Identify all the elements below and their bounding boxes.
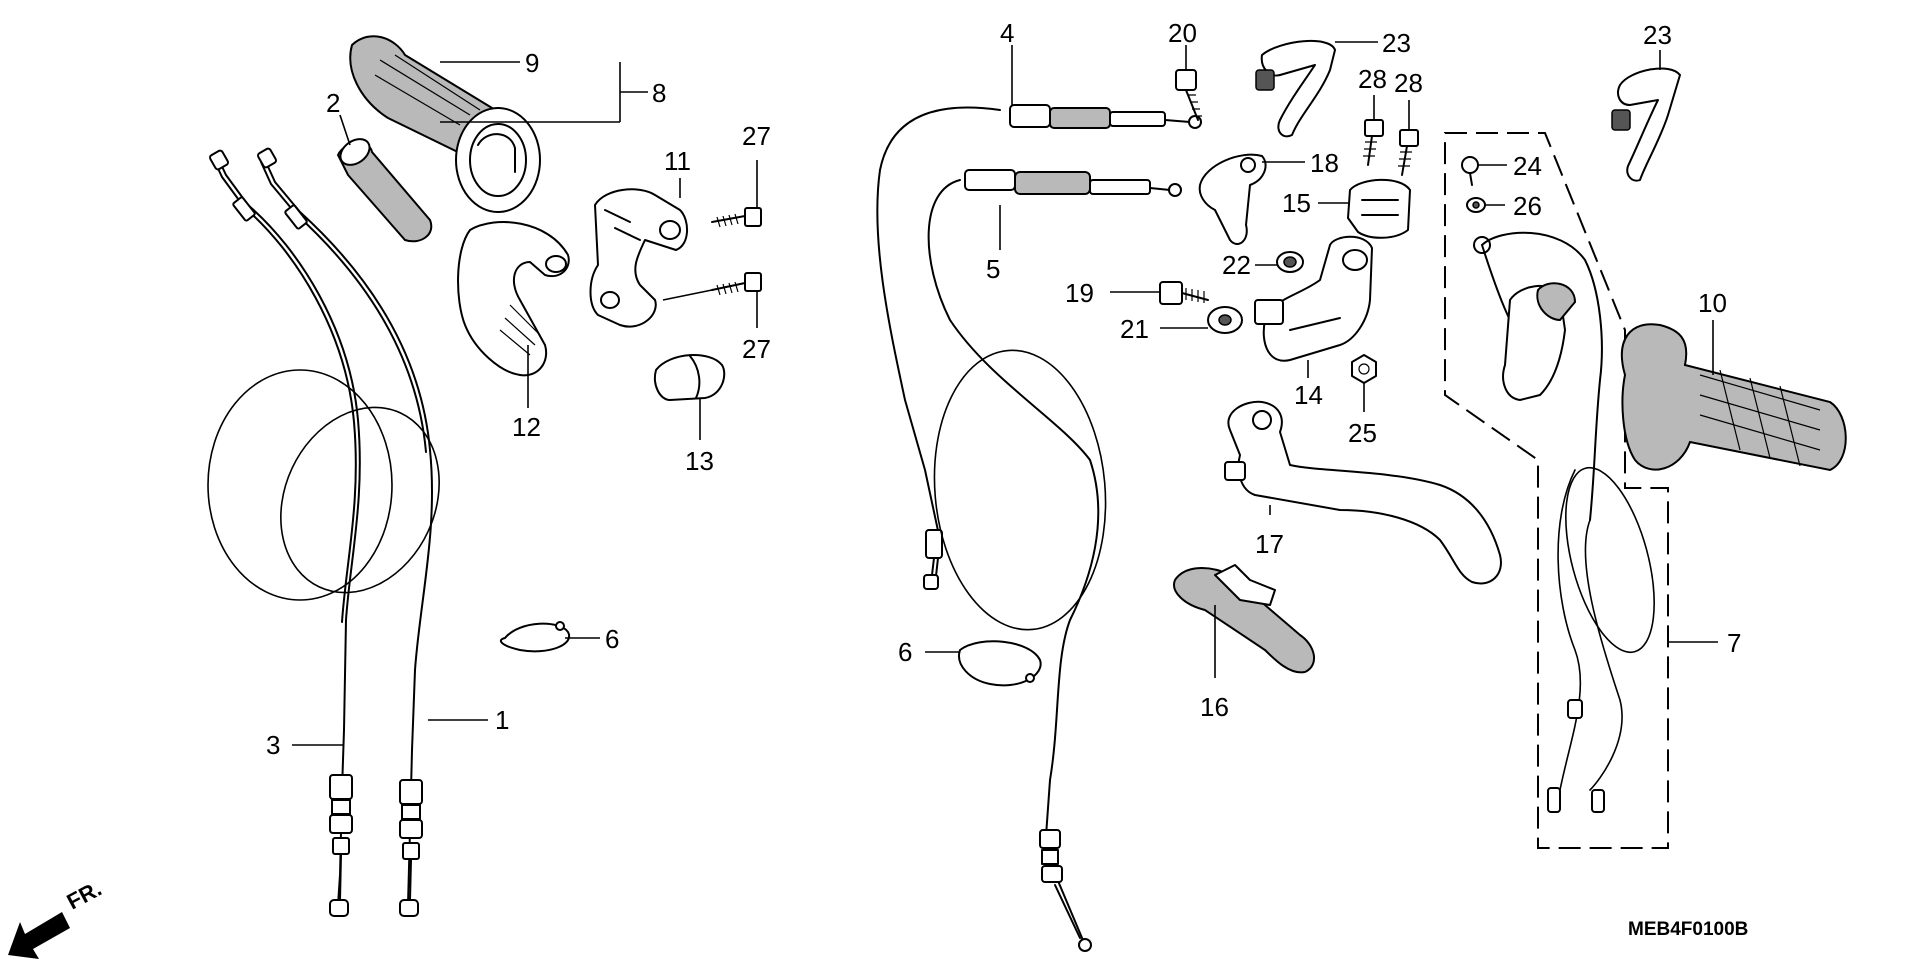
label-14: 14 <box>1294 380 1323 410</box>
throttle-cable-1 <box>257 147 440 917</box>
drawing-code: MEB4F0100B <box>1628 919 1748 940</box>
throttle-cable-3 <box>207 149 393 917</box>
label-13: 13 <box>685 446 714 476</box>
label-20: 20 <box>1168 18 1197 48</box>
label-6-left: 6 <box>605 624 619 654</box>
label-27-upper: 27 <box>742 121 771 151</box>
label-12: 12 <box>512 412 541 442</box>
label-3: 3 <box>266 730 280 760</box>
label-17: 17 <box>1255 529 1284 559</box>
adjuster-19 <box>1159 281 1209 305</box>
dust-seal-22 <box>1276 251 1304 273</box>
cable-clip-6-center <box>958 640 1042 687</box>
label-25: 25 <box>1348 418 1377 448</box>
part-7-boundary <box>1444 132 1669 849</box>
label-15: 15 <box>1282 188 1311 218</box>
label-11: 11 <box>664 146 691 176</box>
cable-guide-13 <box>654 354 726 401</box>
engine-stop-switch-7 <box>1473 231 1655 813</box>
label-7: 7 <box>1727 628 1741 658</box>
nut-25 <box>1351 354 1377 384</box>
label-24: 24 <box>1513 151 1542 181</box>
label-23-right: 23 <box>1643 20 1672 50</box>
hot-start-lever-16 <box>1173 564 1315 674</box>
label-9: 9 <box>525 48 539 78</box>
throttle-grip-assembly <box>349 35 541 213</box>
label-23-center: 23 <box>1382 28 1411 58</box>
clutch-lever-17 <box>1224 400 1502 585</box>
lever-holder-14 <box>1254 235 1373 362</box>
lever-clamp-15 <box>1347 178 1411 239</box>
throttle-housing-cover-11 <box>589 188 688 328</box>
label-1: 1 <box>495 705 509 735</box>
throttle-sleeve-2 <box>336 138 433 243</box>
bolt-27-upper <box>711 207 762 228</box>
label-27-lower: 27 <box>742 334 771 364</box>
bolt-27-lower <box>662 272 762 301</box>
label-26: 26 <box>1513 191 1542 221</box>
label-2: 2 <box>326 88 340 118</box>
lock-nut-21 <box>1207 306 1243 334</box>
front-direction-label: FR. <box>63 876 106 915</box>
wire-band-23-right <box>1611 67 1681 182</box>
label-4: 4 <box>1000 18 1014 48</box>
throttle-housing-12 <box>457 221 570 377</box>
bolt-28-left <box>1363 119 1384 166</box>
washer-26 <box>1466 197 1486 213</box>
label-28-right: 28 <box>1394 68 1423 98</box>
bolt-20 <box>1175 69 1202 121</box>
wire-band-23-center <box>1255 39 1336 138</box>
label-10: 10 <box>1698 288 1727 318</box>
label-22: 22 <box>1222 250 1251 280</box>
label-18: 18 <box>1310 148 1339 178</box>
label-6-center: 6 <box>898 637 912 667</box>
bolt-28-right <box>1398 129 1419 176</box>
screw-24 <box>1461 156 1479 186</box>
cable-5 <box>927 169 1182 952</box>
front-direction-arrow-icon <box>8 912 70 959</box>
lever-bracket-18 <box>1198 153 1267 245</box>
label-5: 5 <box>986 254 1000 284</box>
label-28-left: 28 <box>1358 64 1387 94</box>
label-21: 21 <box>1120 314 1149 344</box>
label-8: 8 <box>652 78 666 108</box>
label-16: 16 <box>1200 692 1229 722</box>
handlebar-grip-10 <box>1620 323 1847 472</box>
cable-clip-6-left <box>500 621 571 653</box>
label-19: 19 <box>1065 278 1094 308</box>
